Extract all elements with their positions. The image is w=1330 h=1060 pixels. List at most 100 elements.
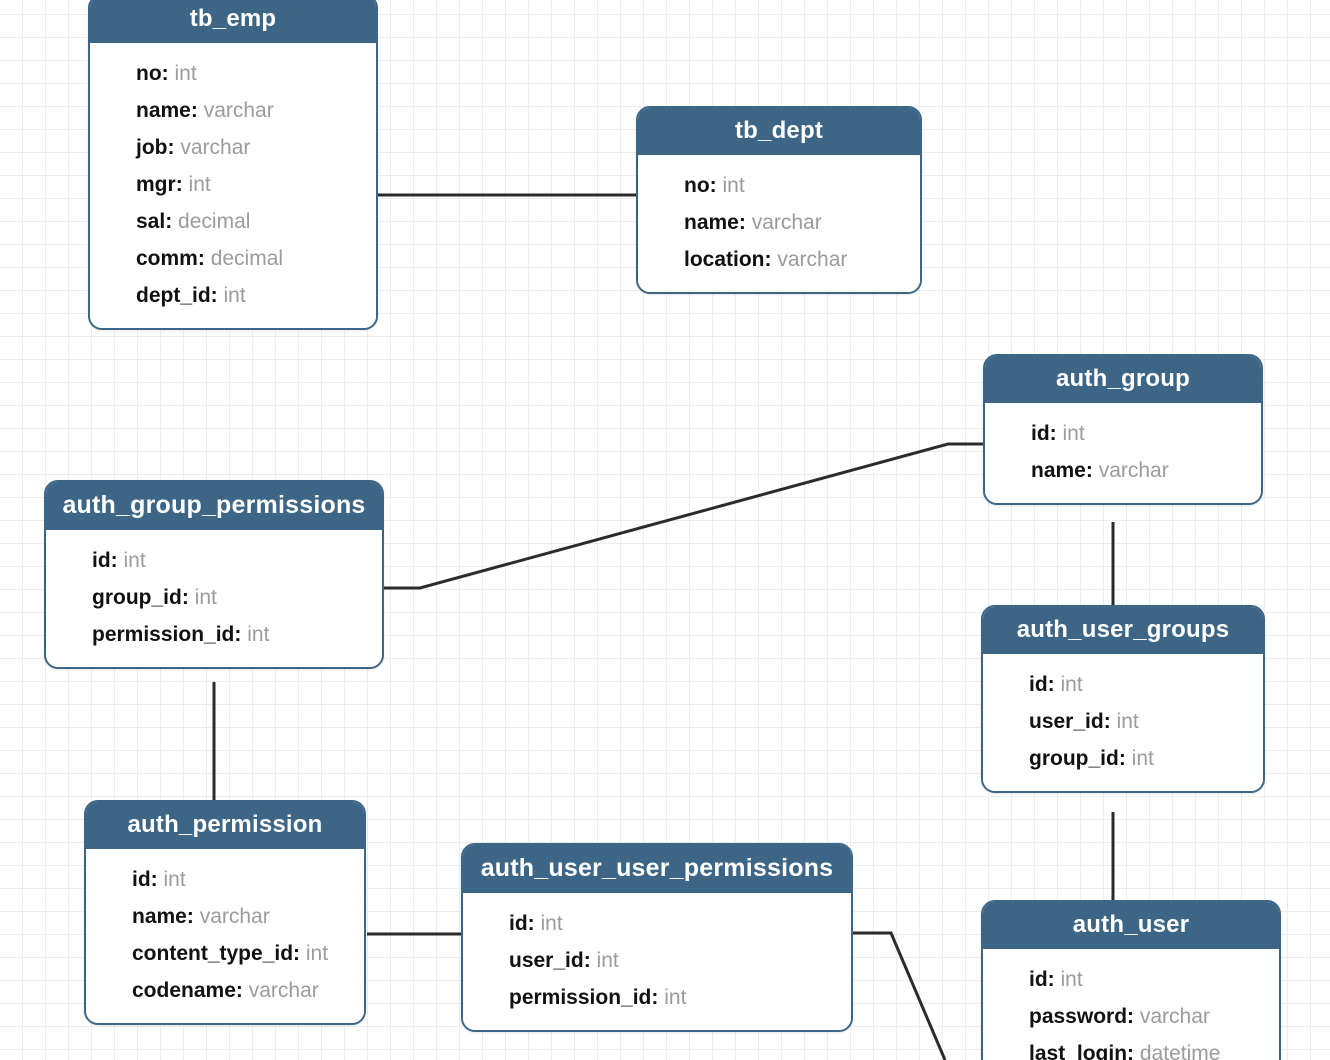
field-type: int [123,549,146,573]
field-type: int [540,912,563,936]
field-name: location [684,248,765,272]
field-row: password: varchar [983,998,1279,1035]
field-separator: : [1103,710,1111,734]
field-name: group_id [92,586,182,610]
field-row: id: int [983,666,1263,703]
field-row: name: varchar [985,452,1261,489]
field-row: id: int [985,415,1261,452]
field-separator: : [1127,1042,1135,1060]
table-title: auth_user_groups [983,607,1263,655]
field-separator: : [1118,747,1126,771]
table-node-auth_user_user_permissions[interactable]: auth_user_user_permissions id: int user_… [461,843,853,1033]
field-name: dept_id [136,284,211,308]
field-separator: : [1085,459,1093,483]
field-row: permission_id: int [46,616,382,653]
field-separator: : [175,173,183,197]
field-name: no [684,174,710,198]
table-node-tb_emp[interactable]: tb_emp no: int name: varchar job: varcha… [88,0,378,331]
field-row: content_type_id: int [86,935,364,972]
field-type: varchar [1139,1005,1210,1029]
field-row: id: int [983,961,1279,998]
field-separator: : [1127,1005,1135,1029]
field-row: name: varchar [90,92,376,129]
field-separator: : [181,586,189,610]
field-name: id [509,912,528,936]
field-row: group_id: int [46,579,382,616]
field-name: id [1031,422,1050,446]
field-type: int [1062,422,1085,446]
field-type: int [722,174,745,198]
field-separator: : [161,62,169,86]
field-row: id: int [46,542,382,579]
table-node-tb_dept[interactable]: tb_dept no: int name: varchar location: … [636,106,922,295]
table-fields: id: int name: varchar [985,403,1261,504]
field-separator: : [165,210,173,234]
field-type: int [1060,968,1083,992]
field-separator: : [235,979,243,1003]
table-node-auth_group_permissions[interactable]: auth_group_permissions id: int group_id:… [44,480,384,670]
field-type: decimal [210,247,284,271]
field-name: id [92,549,111,573]
field-name: id [132,868,151,892]
field-separator: : [190,99,198,123]
field-separator: : [527,912,535,936]
field-type: int [174,62,197,86]
field-name: id [1029,968,1048,992]
table-fields: id: int name: varchar content_type_id: i… [86,849,364,1024]
table-node-auth_permission[interactable]: auth_permission id: int name: varchar co… [84,800,366,1026]
field-type: varchar [199,905,270,929]
field-row: name: varchar [638,204,920,241]
field-name: sal [136,210,166,234]
field-separator: : [1047,968,1055,992]
field-name: user_id [509,949,584,973]
field-separator: : [210,284,218,308]
edge-auth_user_user_permissions-auth_user [852,931,947,1060]
table-fields: id: int user_id: int permission_id: int [463,893,851,1031]
field-row: codename: varchar [86,972,364,1009]
table-fields: id: int group_id: int permission_id: int [46,530,382,668]
field-row: mgr: int [90,166,376,203]
table-fields: no: int name: varchar job: varchar mgr: … [90,43,376,329]
field-row: dept_id: int [90,277,376,314]
field-type: varchar [248,979,319,1003]
field-row: last_login: datetime [983,1035,1279,1060]
field-name: mgr [136,173,176,197]
field-type: int [596,949,619,973]
table-title: auth_user_user_permissions [463,845,851,894]
field-name: permission_id [509,986,652,1010]
field-type: varchar [203,99,274,123]
field-row: no: int [638,167,920,204]
field-type: int [247,623,270,647]
field-separator: : [709,174,717,198]
table-title: auth_user [983,902,1279,950]
field-name: name [136,99,191,123]
field-type: int [1131,747,1154,771]
field-name: password [1029,1005,1128,1029]
field-separator: : [651,986,659,1010]
field-name: job [136,136,168,160]
field-row: id: int [463,905,851,942]
table-fields: id: int user_id: int group_id: int [983,654,1263,792]
field-row: sal: decimal [90,203,376,240]
field-name: codename [132,979,236,1003]
field-separator: : [1047,673,1055,697]
table-node-auth_user_groups[interactable]: auth_user_groups id: int user_id: int gr… [981,605,1265,794]
field-type: int [305,942,329,966]
field-type: int [194,586,217,610]
table-node-auth_user[interactable]: auth_user id: int password: varchar last… [981,900,1281,1060]
field-separator: : [167,136,175,160]
field-row: id: int [86,861,364,898]
field-name: name [1031,459,1086,483]
table-node-auth_group[interactable]: auth_group id: int name: varchar [983,354,1263,506]
field-type: datetime [1139,1042,1221,1060]
field-type: varchar [180,136,251,160]
field-name: name [684,211,739,235]
field-separator: : [764,248,772,272]
table-title: auth_permission [86,802,364,850]
field-separator: : [293,942,301,966]
table-title: tb_emp [90,0,376,44]
field-separator: : [583,949,591,973]
field-type: varchar [777,248,848,272]
field-name: name [132,905,187,929]
